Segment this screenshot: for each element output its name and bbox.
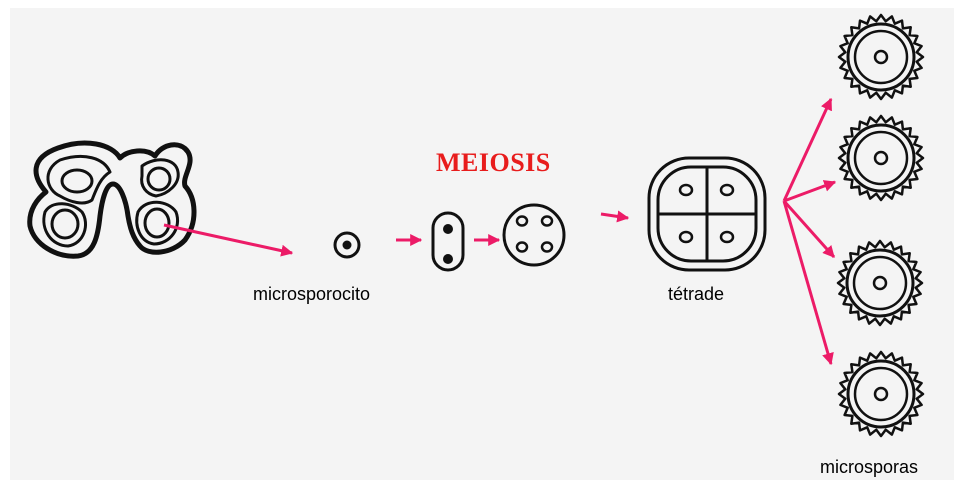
microspore-wall-ring: [852, 255, 908, 311]
microspore-spiky-wall: [837, 350, 925, 438]
meiosis-title: MEIOSIS: [436, 148, 551, 177]
four-nuclei-cell-icon: [502, 203, 566, 267]
microspore-spiky-wall: [836, 239, 924, 327]
microspore-wall-ring: [853, 130, 909, 186]
microspore-wall-ring: [853, 366, 909, 422]
microspore-wall-ring: [846, 22, 916, 92]
microspore-nucleus: [873, 386, 889, 402]
microspores-group: [836, 13, 925, 438]
microspore-nucleus: [873, 150, 889, 166]
arrow-tetrad-to-microspore-2: [783, 180, 837, 203]
microspore-spiky-wall: [837, 13, 925, 101]
arrows: [163, 97, 837, 366]
microspore-wall-ring: [846, 359, 916, 429]
microspore-icon: [837, 13, 925, 101]
tetrad-label: tétrade: [668, 284, 725, 304]
anther-cross-section-icon: [27, 140, 197, 259]
microspore-icon: [836, 239, 924, 327]
microspore-nucleus: [873, 49, 889, 65]
microspore-wall-ring: [853, 29, 909, 85]
microsporocyte-label: microsporocito: [253, 284, 371, 304]
microspore-nucleus: [872, 275, 888, 291]
microsporocyte-cell-icon: [333, 231, 361, 259]
arrow-tetrad-to-microspore-3: [782, 200, 836, 258]
microspore-wall-ring: [845, 248, 915, 318]
microspore-icon: [837, 350, 925, 438]
tetrad-icon: [647, 156, 767, 272]
arrow-four-nuclei-to-tetrad: [600, 210, 630, 223]
arrow-tetrad-to-microspore-4: [782, 200, 834, 366]
microspore-icon: [837, 114, 925, 202]
dyad-cell-icon: [431, 211, 465, 272]
arrow-tetrad-to-microspore-1: [782, 97, 833, 202]
microspore-wall-ring: [846, 123, 916, 193]
microspores-label: microsporas: [820, 457, 919, 477]
microspore-spiky-wall: [837, 114, 925, 202]
arrow-anther-to-microsporocyte: [163, 223, 294, 257]
